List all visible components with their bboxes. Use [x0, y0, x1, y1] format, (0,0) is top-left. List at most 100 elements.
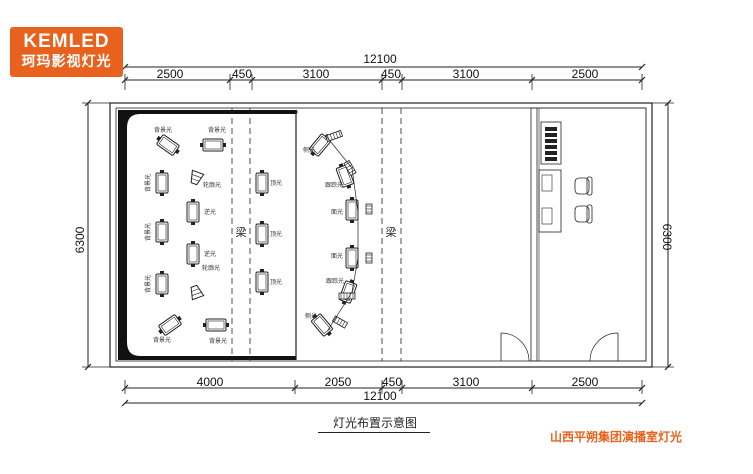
door-swing [589, 332, 619, 362]
control-desk [538, 169, 562, 233]
equipment-rack [540, 121, 562, 165]
light-fixtures [155, 129, 373, 337]
fixture-handle [203, 323, 206, 327]
fixture-handle [350, 220, 354, 223]
fixture-handle [191, 199, 195, 202]
bottom-segment-dim-label: 2050 [325, 375, 352, 389]
fixture-handle [260, 244, 264, 247]
room-outline: 梁梁 [109, 102, 653, 368]
fixture-handle [350, 268, 354, 271]
follow-light-barndoor [343, 159, 357, 177]
barndoor-fin [336, 318, 341, 324]
outline-light-fixture [190, 284, 205, 301]
chair [574, 177, 590, 195]
fixture-handle [160, 294, 164, 297]
fixture-handle [346, 184, 352, 189]
fixture-handle [338, 163, 344, 168]
barndoor-fin [338, 131, 341, 137]
fixture-lens [311, 135, 329, 155]
follow-light-barndoor [338, 292, 356, 300]
backlight-fixture [155, 219, 169, 245]
fixture-handle [160, 271, 164, 274]
partition-wall [530, 107, 538, 362]
fixture-handle [160, 242, 164, 245]
backlight-fixture [156, 134, 180, 156]
fixture-handle [260, 193, 264, 196]
backlight-fixture [200, 138, 226, 152]
fixture-lens [347, 249, 357, 267]
barndoor-fin [332, 133, 336, 139]
backfill-light-fixture [186, 199, 200, 225]
rack-unit [545, 127, 557, 131]
top-segment-dim-label: 2500 [572, 67, 599, 81]
top-light-fixture [255, 170, 269, 196]
fixture-body [156, 134, 180, 156]
fixture-detail [191, 178, 200, 182]
fixture-detail [191, 174, 202, 179]
face-light-label: 面光 [331, 208, 343, 216]
fixture-lens [257, 273, 267, 291]
side-light-fixture [309, 133, 331, 157]
fixture-handle [177, 315, 182, 321]
fixture-lens [160, 316, 180, 334]
fixture-handle [160, 219, 164, 222]
side-light-fixture [311, 313, 333, 337]
fixture-handle [260, 221, 264, 224]
fixture-lens [157, 275, 167, 293]
beam-label: 梁 [386, 225, 397, 239]
fixture-detail [191, 288, 200, 292]
fixture-handle [175, 149, 180, 155]
dim-tick [638, 399, 646, 407]
logo-brand: KEMLED [23, 31, 110, 52]
backlight-label: 背景光 [144, 174, 152, 192]
kemled-logo: KEMLED 珂玛影视灯光 [10, 27, 123, 77]
outline-light-label: 轮廓光 [202, 264, 220, 272]
fixture-handle [349, 279, 355, 284]
fixture-lens [188, 245, 198, 263]
side-light-label: 侧光 [305, 312, 317, 320]
top-light-label: 顶光 [270, 230, 282, 238]
bottom-segment-dim-label: 450 [382, 375, 402, 389]
side-light-barndoor [331, 315, 349, 329]
project-title: 山西平朔集团演播室灯光 [550, 430, 683, 444]
monitor [541, 174, 553, 192]
barndoor-fin [329, 134, 333, 140]
fixture-body [190, 169, 205, 186]
fixture-handle [158, 329, 163, 335]
fixture-barndoor [331, 315, 349, 329]
bottom-segment-dim-label: 3100 [453, 375, 480, 389]
monitor [541, 207, 553, 225]
side-light-label: 侧光 [303, 146, 315, 154]
fixture-body [190, 284, 205, 301]
fixture-lens [157, 223, 167, 241]
fixture-handle [191, 222, 195, 225]
barndoor-fin [335, 132, 339, 138]
top-total-dim-label: 12100 [363, 52, 397, 66]
fixture-lens [158, 136, 178, 154]
left-height-dim-label: 6300 [73, 226, 87, 253]
top-segment-dim-label: 450 [232, 67, 252, 81]
outline-light-label: 轮廓光 [203, 181, 221, 189]
logo-subtitle: 珂玛影视灯光 [21, 54, 112, 70]
fixture-lens [157, 174, 167, 192]
follow-light-label: 跟踪光 [326, 277, 344, 285]
diagram-caption: 灯光布置示意图 [332, 416, 417, 430]
door-swing [500, 332, 530, 362]
fixture-handle [226, 323, 229, 327]
backlight-label: 背景光 [153, 336, 171, 344]
backlight-fixture [155, 271, 169, 297]
fixture-handle [191, 264, 195, 267]
top-segment-dim-label: 3100 [303, 67, 330, 81]
barndoor-fin [346, 164, 352, 169]
fixture-handle [260, 292, 264, 295]
backlight-label: 背景光 [144, 223, 152, 241]
fixture-handle [191, 241, 195, 244]
backfill-light-fixture [186, 241, 200, 267]
face-light-barndoor [365, 252, 373, 264]
fixture-lens [338, 166, 352, 186]
rack-unit [545, 157, 557, 161]
top-segment-dim-label: 450 [381, 67, 401, 81]
rack-unit [545, 151, 557, 155]
